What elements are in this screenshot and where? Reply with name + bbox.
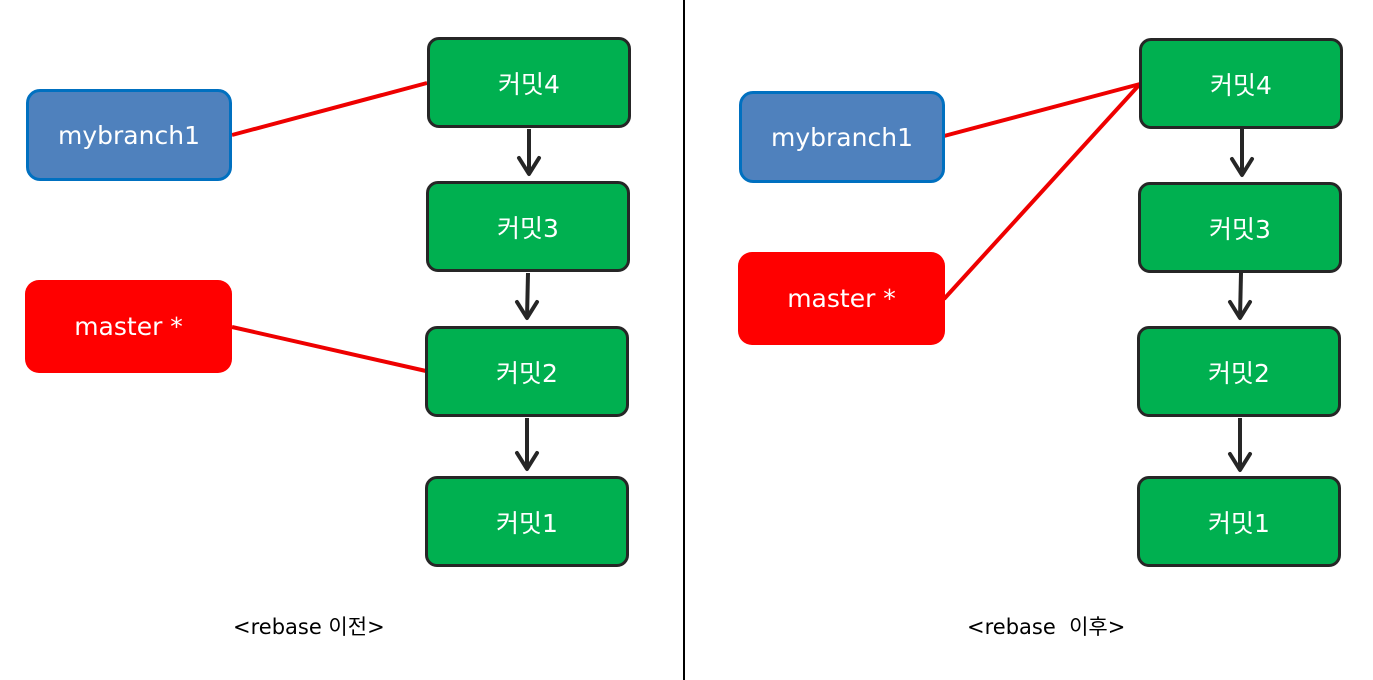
master-pointer-line: [942, 82, 1142, 301]
after-caption: <rebase 이후>: [967, 615, 1126, 639]
master-name: master *: [74, 312, 183, 341]
commit-label: 커밋1: [1208, 508, 1270, 538]
before-connectors: [231, 81, 541, 471]
after-connectors: [942, 82, 1254, 472]
commit-label: 커밋2: [1208, 358, 1270, 388]
master-name: master *: [787, 284, 896, 313]
commit-node: 커밋4: [427, 37, 631, 128]
before-caption: <rebase 이전>: [233, 615, 385, 639]
commit-label: 커밋1: [496, 508, 558, 538]
commit-label: 커밋4: [498, 69, 560, 99]
branch-name: mybranch1: [771, 122, 913, 152]
commit-label: 커밋3: [1209, 214, 1271, 244]
commit-label: 커밋3: [497, 213, 559, 243]
branch-name: mybranch1: [58, 120, 200, 150]
master-label-box: master *: [738, 252, 945, 345]
commit-node: 커밋1: [425, 476, 629, 567]
before-rebase-panel: mybranch1 master * 커밋4 커밋3 커밋2 커밋1 <reba…: [0, 0, 686, 680]
mybranch1-pointer-line: [943, 82, 1141, 138]
after-rebase-panel: mybranch1 master * 커밋4 커밋3 커밋2 커밋1 <reba…: [687, 0, 1373, 680]
parent-arrow: [517, 129, 541, 176]
master-pointer-line: [231, 325, 427, 373]
commit-node: 커밋4: [1139, 38, 1343, 129]
parent-arrow: [515, 272, 539, 320]
panel-divider: [683, 0, 685, 680]
parent-arrow: [1228, 418, 1252, 472]
commit-node: 커밋3: [426, 181, 630, 272]
commit-node: 커밋2: [1137, 326, 1341, 417]
commit-node: 커밋1: [1137, 476, 1341, 567]
commit-node: 커밋2: [425, 326, 629, 417]
branch-label-box: mybranch1: [739, 91, 945, 183]
branch-label-box: mybranch1: [26, 89, 232, 181]
parent-arrow: [515, 418, 539, 471]
commit-node: 커밋3: [1138, 182, 1342, 273]
commit-label: 커밋2: [496, 358, 558, 388]
master-label-box: master *: [25, 280, 232, 373]
commit-label: 커밋4: [1210, 70, 1272, 100]
mybranch1-pointer-line: [231, 81, 428, 137]
parent-arrow: [1228, 272, 1252, 320]
parent-arrow: [1230, 129, 1254, 177]
